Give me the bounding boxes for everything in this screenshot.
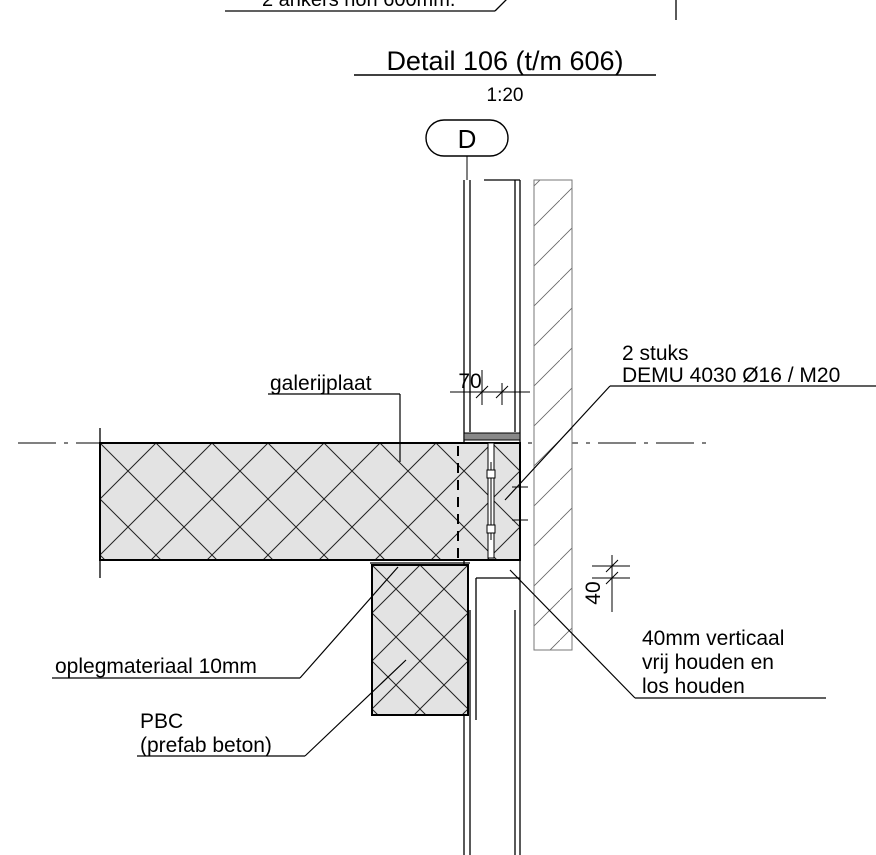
anchor-callout-line2: DEMU 4030 Ø16 / M20: [622, 364, 840, 387]
anchor-detail: [457, 432, 528, 565]
gallery-slab: [99, 442, 521, 561]
grid-axis-label: D: [458, 124, 477, 154]
slab-label: galerijplaat: [270, 372, 372, 395]
dimension-70: [450, 370, 530, 405]
top-note: 2 ankers hoh 600mm.: [225, 0, 507, 12]
gap-label-line2: vrij houden en: [642, 651, 774, 674]
anchor-callout-line1: 2 stuks: [622, 342, 689, 365]
detail-title: Detail 106 (t/m 606): [386, 46, 623, 76]
bearing-label-leader: [299, 566, 399, 679]
anchor-callout-leader: [504, 385, 611, 501]
pbc-label-leader: [304, 659, 407, 757]
pbc-label-line1: PBC: [140, 710, 183, 733]
prefab-beam: [371, 564, 469, 716]
dimension-70-label: 70: [458, 370, 481, 393]
gap-bracket: [475, 577, 520, 720]
pbc-label-line2: (prefab beton): [140, 734, 272, 757]
gap-label-leader: [509, 569, 636, 699]
top-note-text: 2 ankers hoh 600mm.: [262, 0, 455, 11]
detail-scale: 1:20: [487, 85, 524, 106]
dimension-40: [592, 555, 630, 612]
gap-label-line1: 40mm verticaal: [642, 627, 784, 650]
bearing-label: oplegmateriaal 10mm: [55, 655, 257, 678]
masonry-leaf: [533, 179, 573, 651]
grid-axis-bubble: D: [425, 119, 509, 157]
gap-label-line3: los houden: [642, 675, 745, 698]
dimension-40-label: 40: [582, 581, 605, 604]
